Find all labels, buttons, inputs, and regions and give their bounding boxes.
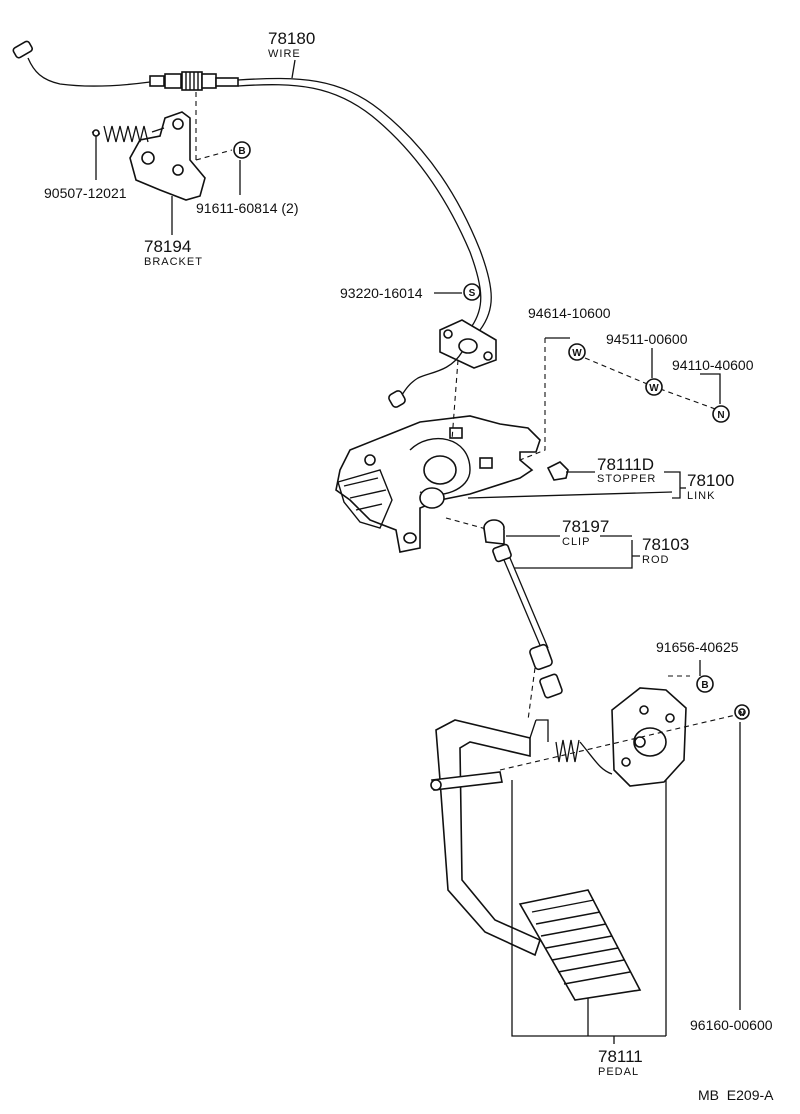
svg-text:W: W (572, 348, 582, 359)
label-link-number: 78100 (687, 471, 734, 490)
symbol-bolt-b-2: B (696, 675, 714, 693)
label-washer1-number: 94614-10600 (528, 305, 611, 321)
svg-text:B: B (238, 146, 245, 157)
label-nut-number: 94110-40600 (672, 357, 754, 373)
pedal-nut (734, 704, 750, 1010)
footer-code: MB E209-A (698, 1087, 774, 1103)
rod-78103 (492, 535, 640, 699)
label-bracket-number: 78194 (144, 237, 191, 256)
label-wire-number: 78180 (268, 29, 315, 48)
label-bolt-pedal-number: 91656-40625 (656, 639, 739, 655)
bracket-78194 (129, 111, 206, 201)
pedal-assembly (430, 675, 741, 1001)
label-bracket-name: BRACKET (144, 256, 203, 268)
label-rod-number: 78103 (642, 535, 689, 554)
symbol-nut-pedal: N (739, 711, 744, 718)
label-clip-name: CLIP (562, 536, 590, 548)
label-link-name: LINK (687, 490, 715, 502)
wire-end-connector (12, 40, 33, 59)
svg-text:W: W (649, 383, 659, 394)
spring-90507 (91, 125, 165, 143)
svg-text:N: N (717, 410, 724, 421)
pedal-pad (518, 889, 642, 1001)
symbol-grommet-s: S (463, 283, 481, 301)
svg-text:B: B (701, 680, 708, 691)
label-stopper-number: 78111D (597, 455, 654, 474)
symbol-nut-n: N (712, 405, 730, 423)
link-assembly (335, 359, 541, 553)
label-stopper-name: STOPPER (597, 473, 656, 485)
svg-text:S: S (469, 288, 476, 299)
symbol-washer-w-1: W (568, 343, 586, 361)
label-washer2-number: 94511-00600 (606, 331, 688, 347)
label-bolt-bracket-number: 91611-60814 (2) (196, 200, 298, 216)
label-spring-number: 90507-12021 (44, 185, 127, 201)
label-rod-name: ROD (642, 554, 669, 566)
label-pedal-name: PEDAL (598, 1066, 639, 1078)
symbol-washer-w-2: W (645, 378, 663, 396)
bracket-assembly (91, 92, 241, 235)
stopper-78111D (546, 461, 595, 481)
wire-assembly (12, 40, 497, 408)
label-washer-pedal-number: 96160-00600 (690, 1017, 773, 1033)
label-wire-name: WIRE (268, 48, 301, 60)
symbol-bolt-b-1: B (233, 141, 251, 159)
label-grommet-number: 93220-16014 (340, 285, 423, 301)
clip-78197 (483, 519, 560, 545)
label-pedal-number: 78111 (598, 1047, 643, 1066)
label-clip-number: 78197 (562, 517, 609, 536)
